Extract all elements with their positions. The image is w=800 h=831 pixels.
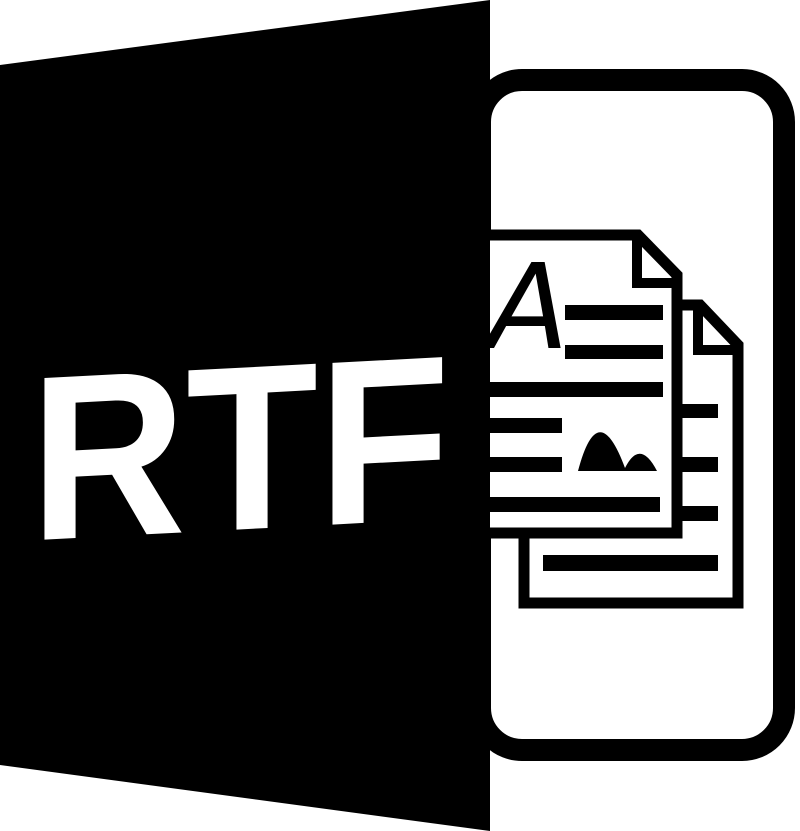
image-mountains-icon xyxy=(578,432,657,471)
cover-panel xyxy=(0,0,490,831)
document-letter: A xyxy=(481,238,569,376)
file-type-label: RTF xyxy=(30,306,450,591)
front-document-icon: A xyxy=(464,229,683,539)
